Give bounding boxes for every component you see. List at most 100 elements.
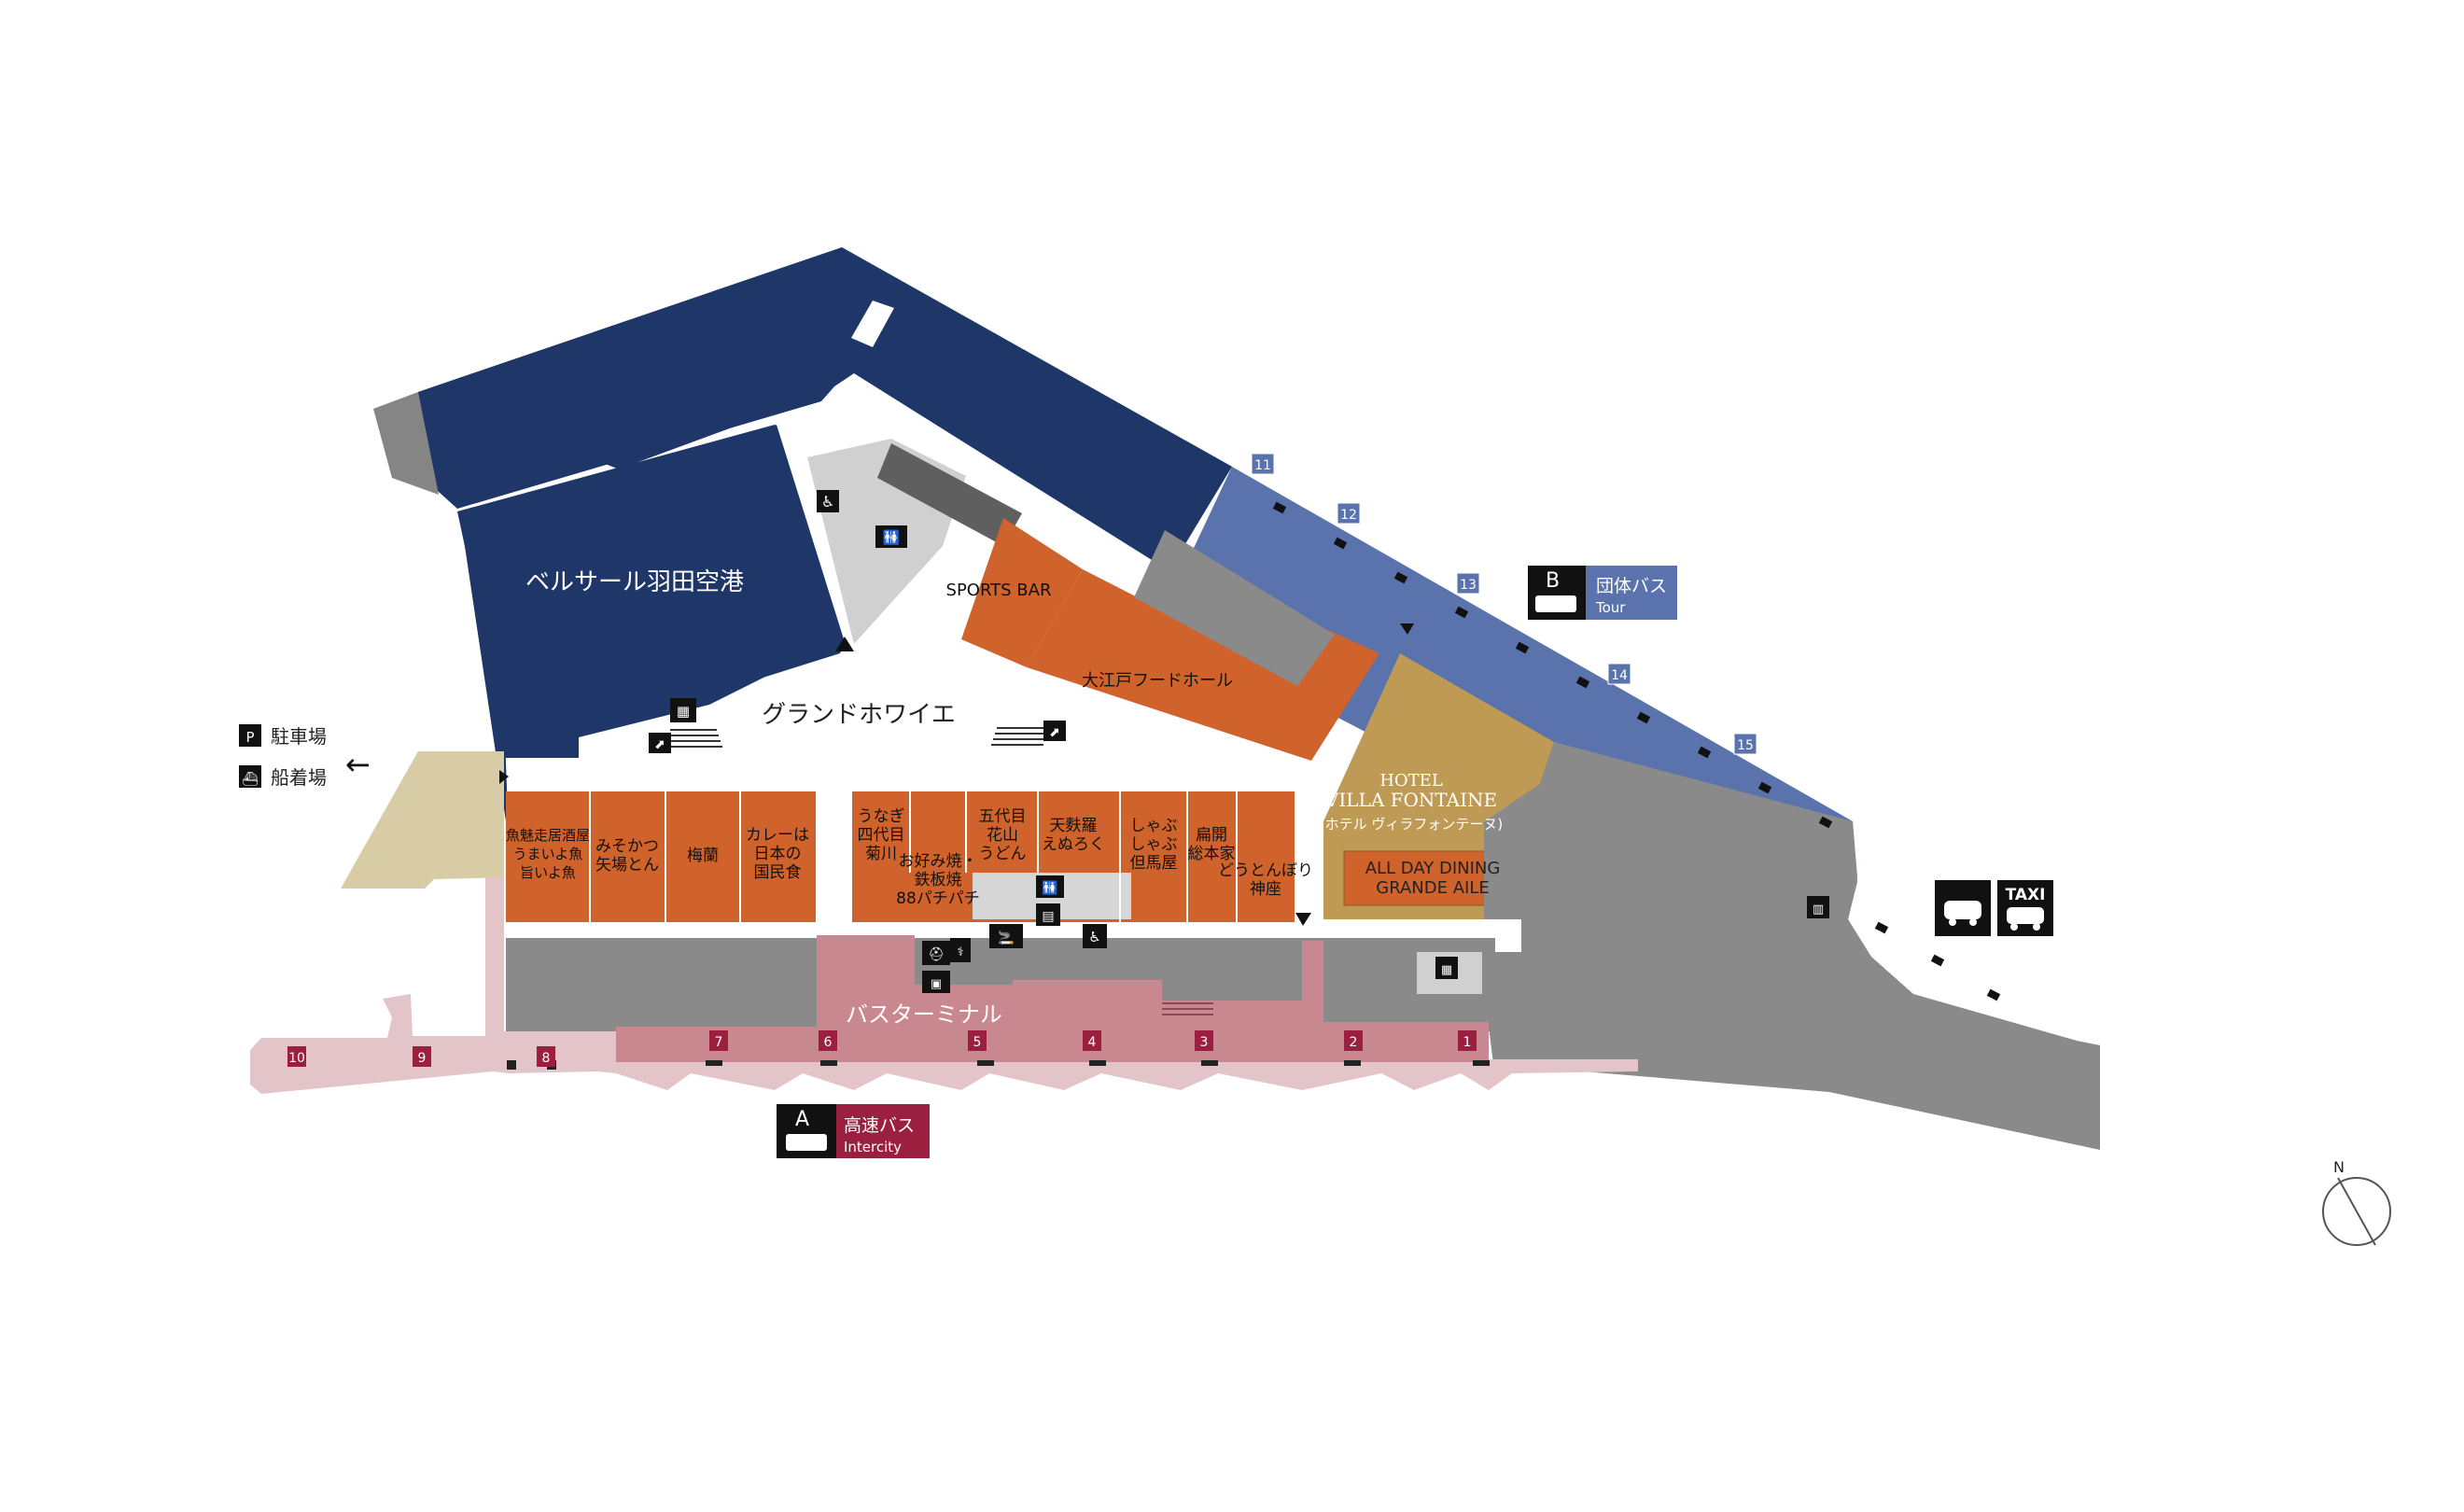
shop-label: カレーは日本の国民食 [746, 826, 809, 882]
taxi-badge: TAXI [1935, 880, 2053, 936]
taxi-label: TAXI [2006, 886, 2046, 904]
svg-text:⚕: ⚕ [957, 945, 963, 959]
bus-a-en: Intercity [844, 1139, 902, 1155]
stop-number: 13 [1460, 578, 1477, 593]
shop-label-line: しゃぶ [1130, 817, 1178, 835]
shop-label-line: 天麩羅 [1050, 817, 1098, 835]
intercity-stop-band [616, 1031, 1489, 1062]
shop-label-line: 鉄板焼 [915, 871, 962, 889]
food-hall-label: 大江戸フードホール [1082, 671, 1233, 691]
stop-number: 12 [1340, 508, 1357, 523]
shop-label-line: 扁開 [1196, 826, 1227, 845]
stop-badge [1337, 502, 1361, 525]
parking-icon [239, 724, 261, 747]
shop-label-line: 日本の [754, 845, 802, 863]
stop-badge [1458, 1030, 1477, 1051]
stop-badge [287, 1046, 306, 1067]
bus-terminal [616, 935, 1489, 1059]
shop-label-line: 国民食 [754, 863, 802, 882]
stop-number: 4 [1088, 1035, 1097, 1050]
shop-label: みそかつ矢場とん [595, 837, 659, 875]
shop-label: 天麩羅えぬろく [1042, 817, 1105, 854]
stop-badge [1083, 1030, 1101, 1051]
stop-number: 2 [1350, 1035, 1358, 1050]
hotel-label-2: VILLA FONTAINE [1324, 789, 1497, 811]
shop-label-line: みそかつ [595, 837, 659, 856]
shop-label: 扁開総本家 [1188, 826, 1236, 863]
shop-label-line: しゃぶ [1130, 835, 1178, 854]
shop-label: しゃぶしゃぶ但馬屋 [1130, 817, 1178, 873]
svg-text:▦: ▦ [1441, 963, 1452, 977]
stop-number: 5 [973, 1035, 982, 1050]
bus-b-jp: 団体バス [1596, 576, 1667, 596]
stop-badge [709, 1030, 728, 1051]
sports-bar-area [961, 518, 1083, 667]
escalator-icon-east [1043, 721, 1066, 741]
nursing-icon [922, 941, 950, 965]
stop-number: 8 [542, 1051, 551, 1066]
svg-text:▣: ▣ [931, 977, 942, 991]
tour-stop-markers [1272, 501, 2001, 1001]
compass-label: N [2333, 1158, 2345, 1176]
shop-row-west-bg [506, 791, 816, 922]
svg-text:P: P [245, 729, 254, 746]
svg-text:▤: ▤ [1042, 909, 1054, 924]
bus-icon [786, 1134, 827, 1151]
stop-badge [1251, 453, 1275, 475]
shop-label-line: 魚魅走居酒屋 [506, 827, 590, 844]
east-road [1484, 742, 2100, 1150]
shop-label-line: 総本家 [1188, 845, 1236, 863]
shop-dividers [589, 791, 1238, 922]
stop-badge [968, 1030, 987, 1051]
stop-badge [1456, 572, 1480, 595]
shop-label-line: 四代目 [858, 826, 905, 845]
restroom-icon-east [1036, 875, 1064, 898]
svg-text:♿: ♿ [1088, 929, 1100, 945]
bus-a-jp: 高速バス [844, 1115, 915, 1136]
shop-label-line: 但馬屋 [1130, 854, 1178, 873]
ferry-label: 船着場 [271, 766, 327, 789]
svg-text:🚬: 🚬 [998, 930, 1014, 945]
svg-text:▥: ▥ [1813, 903, 1824, 917]
aed-icon [950, 938, 971, 962]
dining-label-1: ALL DAY DINING [1365, 859, 1501, 878]
tour-bus-badge: B 団体バス Tour [1528, 566, 1677, 620]
shop-label-line: カレーは [746, 826, 809, 845]
stop-number: 3 [1200, 1035, 1209, 1050]
ferry-area [341, 751, 504, 889]
shop-label-line: うどん [979, 845, 1027, 863]
shop-label-line: 花山 [987, 826, 1018, 845]
car-icon [1944, 901, 1981, 919]
utility-strip [877, 443, 1022, 546]
service-corridor [851, 301, 894, 347]
shop-label: 魚魅走居酒屋うまいよ魚旨いよ魚 [506, 827, 590, 881]
shop-label-line: 梅蘭 [687, 847, 719, 865]
shop-label-line: 88パチパチ [896, 889, 980, 908]
bellesalle-label: ベルサール羽田空港 [525, 568, 744, 596]
stop-number: 14 [1611, 668, 1628, 683]
stop-number: 9 [418, 1051, 427, 1066]
stop-number: 11 [1254, 458, 1271, 473]
ticket-icon [922, 971, 950, 993]
taxi-icon [2007, 907, 2044, 924]
legend: P 駐車場 ⛴ 船着場 ← [239, 724, 371, 789]
escalator-icon-west [649, 733, 671, 753]
bellesalle-wing [504, 672, 579, 758]
svg-text:⬈: ⬈ [654, 737, 665, 752]
shop-label-line: 五代目 [979, 807, 1027, 826]
wheelchair-icon-east [1083, 924, 1107, 948]
shop-labels: 魚魅走居酒屋うまいよ魚旨いよ魚みそかつ矢場とん梅蘭カレーは日本の国民食うなぎ四代… [506, 807, 1313, 908]
hotel-label-jp: (ホテル ヴィラフォンテーヌ) [1320, 816, 1503, 833]
svg-text:⬈: ⬈ [1049, 725, 1060, 740]
wheelchair-icon [817, 490, 839, 512]
svg-text:♿: ♿ [821, 493, 834, 511]
bus-icon-b [1535, 595, 1576, 612]
hotel-label-1: HOTEL [1379, 771, 1443, 791]
stop-number: 6 [824, 1035, 833, 1050]
stop-badge [1344, 1030, 1363, 1051]
bus-b-en: Tour [1595, 599, 1626, 616]
stop-badge [819, 1030, 837, 1051]
shop-label-line: えぬろく [1042, 835, 1105, 854]
bus-terminal-label: バスターミナル [846, 1001, 1002, 1028]
